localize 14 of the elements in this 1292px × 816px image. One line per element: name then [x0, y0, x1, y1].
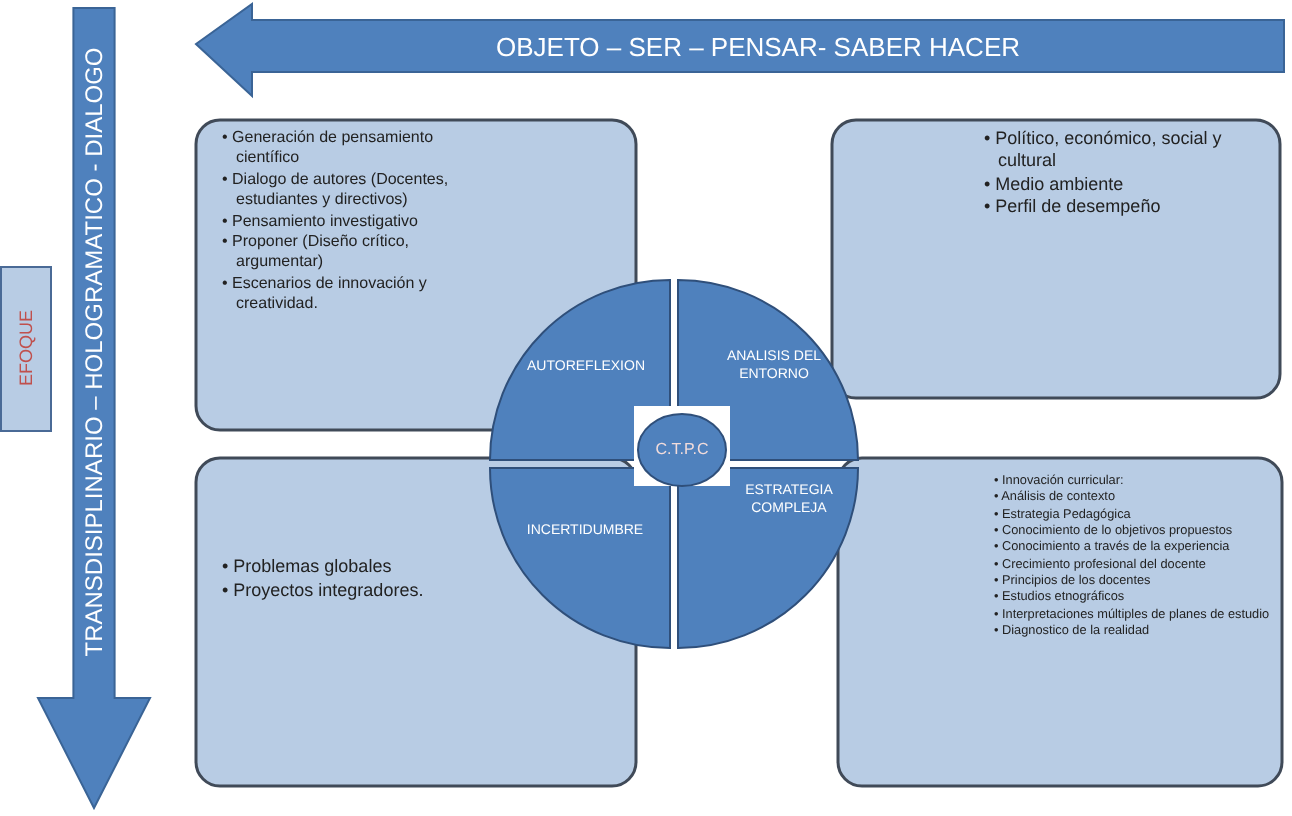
side-label: EFOQUE — [16, 307, 36, 390]
bullet-item: • Generación de pensamiento científico — [222, 128, 436, 170]
bullet-item: • Escenarios de innovación y creatividad. — [222, 273, 429, 316]
arrow-label: OBJETO – SER – PENSAR- SABER HACER — [496, 32, 1020, 62]
arrow-label: TRANSDISIPLINARIO – HOLOGRAMATICO - DIALOGO — [80, 45, 108, 661]
bullet-item: • Problemas globales — [222, 556, 394, 580]
bullet-item: • Político, económico, social y cultural — [984, 128, 1224, 173]
bullet-item: • Pensamiento investigativo — [222, 211, 420, 232]
bullet-item: • Dialogo de autores (Docentes, estudiantes y directivos) — [222, 169, 451, 212]
bullet-item: • Perfil de desempeño — [984, 195, 1163, 218]
bullet-item: • Proponer (Diseño crítico, argumentar) — [222, 231, 412, 274]
center-label: C.T.P.C — [653, 440, 711, 458]
bullet-item: • Medio ambiente — [984, 173, 1126, 196]
bullet-item: • Proyectos integradores. — [222, 579, 426, 603]
